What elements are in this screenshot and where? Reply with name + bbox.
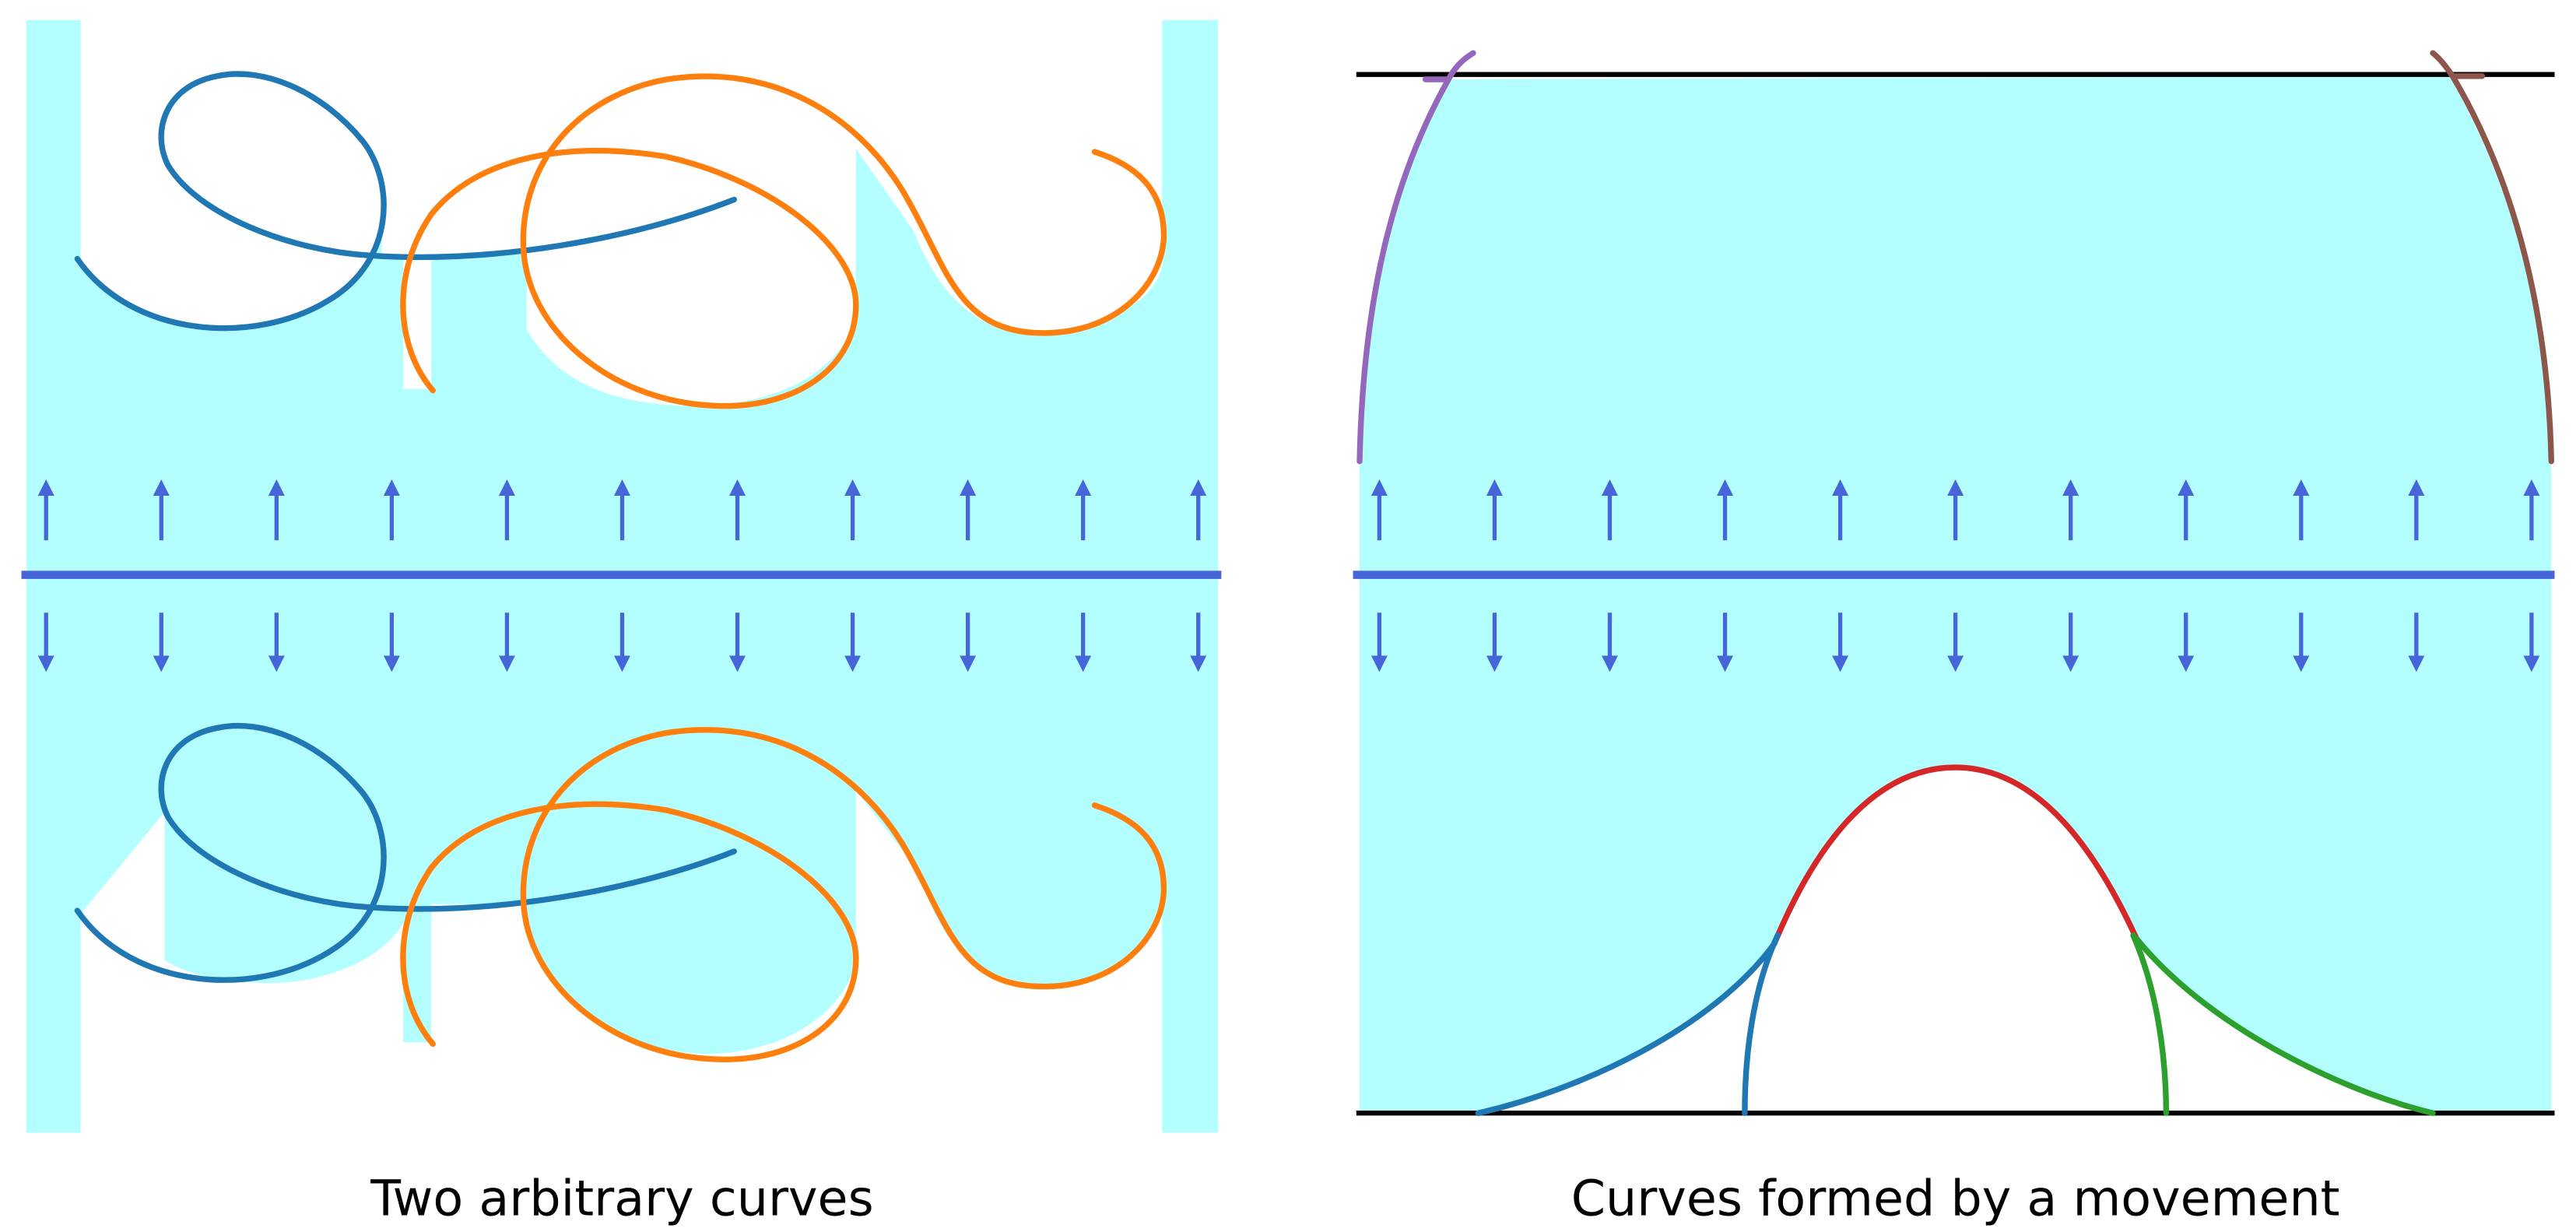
- left-panel: [21, 19, 1222, 1133]
- right-up-arrows: [1370, 479, 2540, 541]
- right-blue-curve-outer: [1475, 940, 1778, 1116]
- left-lower-orange-curve: [400, 727, 1167, 1062]
- right-red-arch: [1771, 764, 2139, 947]
- right-down-arrows: [1370, 612, 2540, 672]
- right-blue-curve-inner: [1742, 932, 1781, 1116]
- left-lower-blue-curve: [74, 722, 737, 983]
- right-green-curve-inner: [2130, 932, 2170, 1116]
- right-brown-curve: [2430, 50, 2554, 465]
- left-panel-caption: Two arbitrary curves: [370, 1169, 873, 1227]
- left-upper-blue-curve: [74, 71, 737, 332]
- left-lower-fill: [26, 574, 1219, 1133]
- right-upper-fill: [1360, 75, 2552, 575]
- right-green-curve-outer: [2133, 935, 2436, 1116]
- right-purple-curve: [1356, 50, 1476, 465]
- right-panel: [1353, 50, 2555, 1116]
- left-down-arrows: [37, 612, 1207, 672]
- right-lower-fill: [1360, 574, 2552, 1114]
- right-panel-caption: Curves formed by a movement: [1571, 1169, 2340, 1227]
- left-upper-fill-main: [26, 19, 1219, 575]
- left-up-arrows: [37, 479, 1207, 541]
- left-upper-orange-curve: [400, 73, 1167, 409]
